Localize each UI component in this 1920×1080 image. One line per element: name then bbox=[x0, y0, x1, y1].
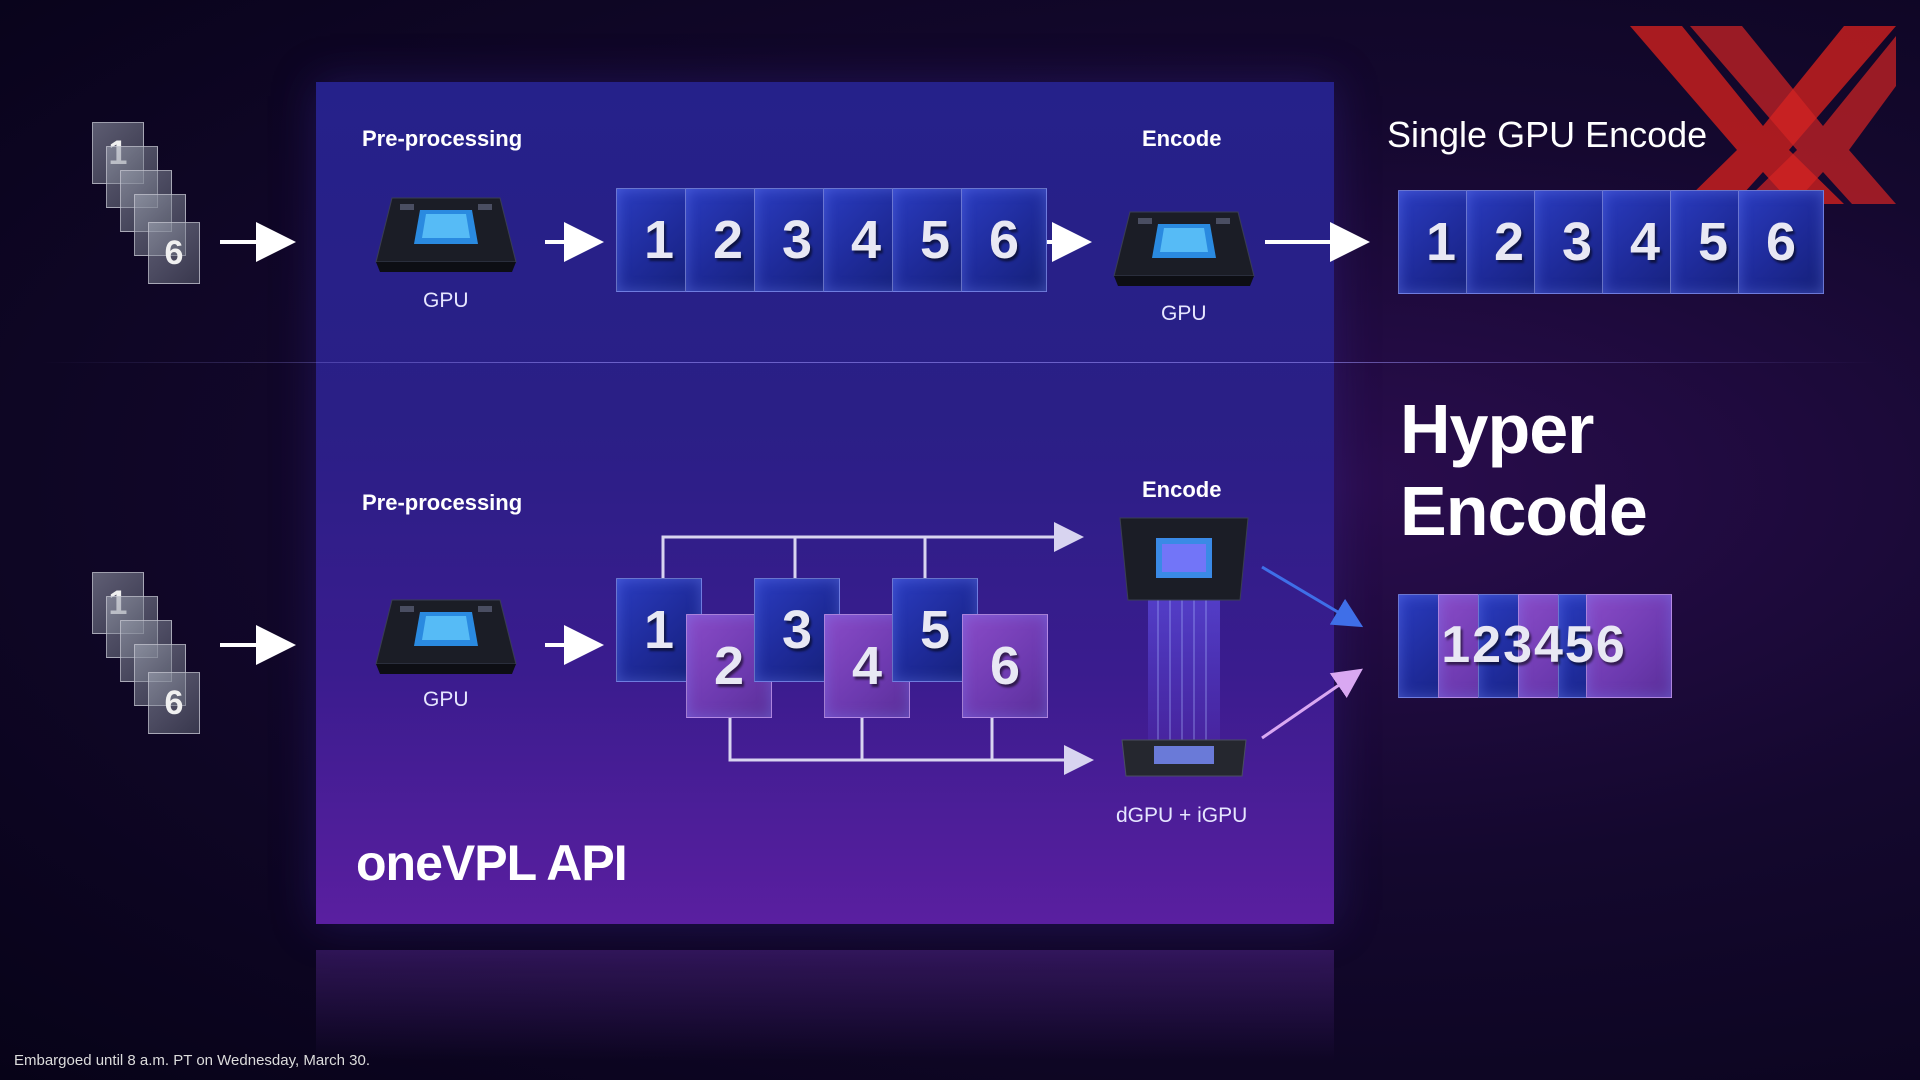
video-frame-even: 6 bbox=[962, 614, 1048, 718]
preprocessing-label-top: Pre-processing bbox=[362, 126, 523, 151]
gpu-chip-icon bbox=[1113, 211, 1255, 286]
output-frame-bg bbox=[1586, 594, 1672, 698]
encode-label-bottom: Encode bbox=[1142, 477, 1222, 502]
output-frame: 6 bbox=[1738, 190, 1824, 294]
output-digit: 6 bbox=[1595, 616, 1627, 674]
hyper-encode-title-line1: Hyper bbox=[1400, 390, 1594, 468]
output-sequence-bottom: 1 2 3 4 5 6 bbox=[1398, 594, 1672, 698]
output-digit: 5 bbox=[1564, 616, 1596, 674]
input-frame-card: 6 bbox=[148, 222, 200, 284]
output-digit: 3 bbox=[1503, 616, 1534, 674]
gpu-chip-icon bbox=[375, 197, 517, 272]
input-frame-card: 6 bbox=[148, 672, 200, 734]
row-divider bbox=[40, 362, 1880, 363]
onevpl-api-title: oneVPL API bbox=[356, 835, 628, 891]
output-digit: 1 bbox=[1441, 616, 1473, 674]
preprocessing-label-bottom: Pre-processing bbox=[362, 490, 523, 515]
watermark-xx-logo bbox=[1630, 26, 1896, 204]
encode-label-top: Encode bbox=[1142, 126, 1222, 151]
single-gpu-encode-title: Single GPU Encode bbox=[1387, 114, 1708, 155]
combined-output-digits: 1 2 3 4 5 6 bbox=[1398, 594, 1670, 696]
hyper-encode-device-icon bbox=[1119, 517, 1249, 777]
video-frame-odd: 3 bbox=[754, 578, 840, 682]
gpu-label-top-2: GPU bbox=[1161, 302, 1207, 325]
gpu-label-bottom: GPU bbox=[423, 688, 469, 711]
gpu-chip-icon bbox=[375, 599, 517, 674]
gpu-label-top-1: GPU bbox=[423, 289, 469, 312]
panel-reflection bbox=[316, 950, 1334, 1060]
output-digit: 4 bbox=[1534, 616, 1565, 674]
output-digit: 2 bbox=[1472, 616, 1504, 674]
embargo-footnote: Embargoed until 8 a.m. PT on Wednesday, … bbox=[14, 1052, 371, 1069]
hyper-encode-title-line2: Encode bbox=[1400, 472, 1648, 550]
video-frame: 6 bbox=[961, 188, 1047, 292]
dgpu-igpu-label: dGPU + iGPU bbox=[1116, 804, 1248, 827]
